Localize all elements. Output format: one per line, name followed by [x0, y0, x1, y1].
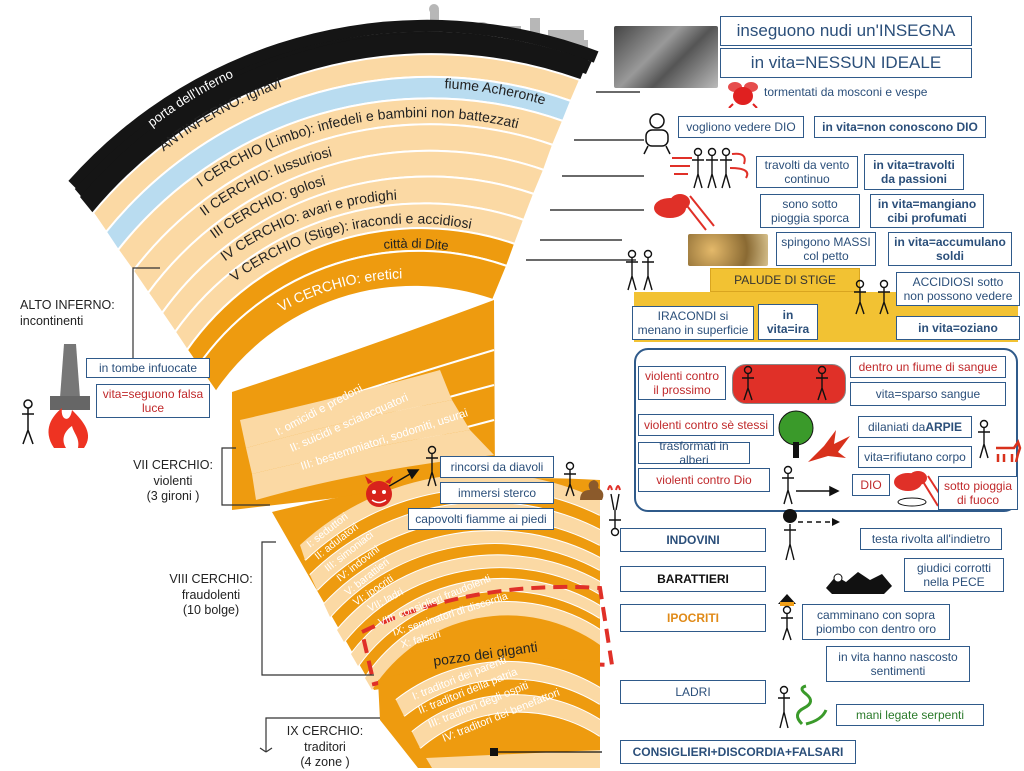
seventh-circle-label: VII CERCHIO: violenti (3 gironi ) — [128, 458, 218, 505]
note-violenti-prossimo: violenti contro il prossimo — [638, 366, 726, 400]
note-vento: travolti da vento continuo — [756, 156, 858, 188]
note-arpie: dilaniati da ARPIE — [858, 416, 972, 438]
note-passioni: in vita=travolti da passioni — [864, 154, 964, 190]
devil-icon — [365, 476, 393, 507]
note-nascosto: in vita hanno nascosto sentimenti — [826, 646, 970, 682]
violenti-frame — [634, 348, 1018, 512]
note-accidiosi: ACCIDIOSI sotto non possono vedere — [896, 272, 1020, 306]
figure-with-dog-icon — [978, 419, 1022, 463]
eighth-circle-title: VIII CERCHIO: — [169, 572, 253, 586]
note-ira: in vita=ira — [758, 304, 818, 340]
ninth-circle — [378, 658, 601, 768]
alto-inferno-label: ALTO INFERNO: incontinenti — [20, 298, 115, 329]
pointer-lines — [498, 91, 644, 753]
note-oziano: in vita=oziano — [896, 316, 1020, 340]
note-alberi: trasformati in alberi — [638, 439, 750, 467]
note-barattieri: BARATTIERI — [620, 566, 766, 592]
ninth-circle-count: (4 zone ) — [300, 755, 350, 770]
ninth-circle-label: IX CERCHIO: traditori (4 zone ) — [282, 724, 368, 771]
note-massi: spingono MASSI col petto — [776, 232, 876, 266]
note-vedere-dio: vogliono vedere DIO — [678, 116, 804, 138]
violenti-dio-figure — [782, 465, 794, 505]
eighth-circle-subtitle: fraudolenti — [181, 587, 241, 602]
note-cibi: in vita=mangiano cibi profumati — [870, 194, 984, 228]
note-testa: testa rivolta all'indietro — [860, 528, 1002, 550]
fleeing-figure-icon — [426, 445, 438, 487]
eighth-circle-label: VIII CERCHIO: fraudolenti (10 bolge) — [164, 572, 258, 619]
note-iracondi: IRACONDI si menano in superficie — [632, 306, 754, 340]
boulders-photo — [688, 234, 768, 266]
note-violenti-dio: violenti contro Dio — [638, 468, 770, 492]
seventh-circle-count: (3 gironi ) — [146, 489, 200, 504]
note-capovolti: capovolti fiamme ai piedi — [408, 508, 554, 530]
note-pioggia-sporca: sono sotto pioggia sporca — [760, 194, 860, 228]
note-soldi: in vita=accumulano soldi — [888, 232, 1012, 266]
note-non-conoscono: in vita=non conoscono DIO — [814, 116, 986, 138]
note-rifiutano: vita=rifiutano corpo — [858, 446, 972, 468]
accidiosi-figures-icon — [854, 279, 890, 315]
seventh-circle-title: VII CERCHIO: — [133, 458, 213, 472]
eighth-circle-count: (10 bolge) — [182, 603, 240, 618]
upper-rings — [68, 19, 599, 394]
note-sparso-sangue: vita=sparso sangue — [850, 382, 1006, 406]
note-serpenti: mani legate serpenti — [836, 704, 984, 726]
two-figures-icon — [626, 249, 654, 291]
note-consiglieri: CONSIGLIERI+DISCORDIA+FALSARI — [620, 740, 856, 764]
rain-cloud-icon — [654, 194, 715, 231]
note-indovini: INDOVINI — [620, 528, 766, 552]
note-pioggia-fuoco: sotto pioggia di fuoco — [938, 476, 1018, 510]
note-insegna: inseguono nudi un'INSEGNA — [720, 16, 972, 46]
serpent-figure-icon — [778, 684, 828, 729]
note-diavoli: rincorsi da diavoli — [440, 456, 554, 478]
ninth-circle-title: IX CERCHIO: — [286, 724, 364, 738]
ninth-circle-subtitle: traditori — [304, 739, 346, 754]
alto-inferno-subtitle: incontinenti — [20, 313, 84, 328]
wasp-icon — [728, 82, 758, 108]
harpy-icon — [808, 430, 850, 462]
note-fiume-sangue: dentro un fiume di sangue — [850, 356, 1006, 378]
ring-label-dite: città di Dite — [383, 236, 450, 253]
note-nessun-ideale: in vita=NESSUN IDEALE — [720, 48, 972, 78]
baby-icon — [643, 113, 671, 155]
note-falsa-luce: vita=seguono falsa luce — [96, 384, 210, 418]
note-tombe: in tombe infuocate — [86, 358, 210, 378]
seventh-circle-subtitle: violenti — [153, 473, 193, 488]
note-sterco: immersi sterco — [440, 482, 554, 504]
reversed-head-figure-icon — [783, 509, 797, 561]
tomb-fire-illustration — [22, 344, 90, 448]
note-mosconi: tormentati da mosconi e vespe — [764, 85, 928, 99]
note-piombo: camminano con sopra piombo con dentro or… — [802, 604, 950, 640]
note-pece: giudici corrotti nella PECE — [904, 558, 1004, 592]
wind-people-icon — [670, 147, 749, 189]
blood-river-figures — [742, 365, 828, 401]
tree-icon — [778, 410, 814, 458]
palude-box: PALUDE DI STIGE — [710, 268, 860, 292]
upside-down-figure-icon — [607, 485, 621, 537]
alto-inferno-title: ALTO INFERNO: — [20, 298, 115, 312]
ignavi-photo — [614, 26, 718, 88]
hooded-figure-icon — [778, 594, 796, 641]
note-ladri: LADRI — [620, 680, 766, 704]
dung-figure-icon — [564, 461, 604, 500]
note-ipocriti: IPOCRITI — [620, 604, 766, 632]
note-violenti-se: violenti contro sè stessi — [638, 414, 774, 436]
pitch-icon — [826, 572, 892, 594]
note-dio: DIO — [852, 474, 890, 496]
